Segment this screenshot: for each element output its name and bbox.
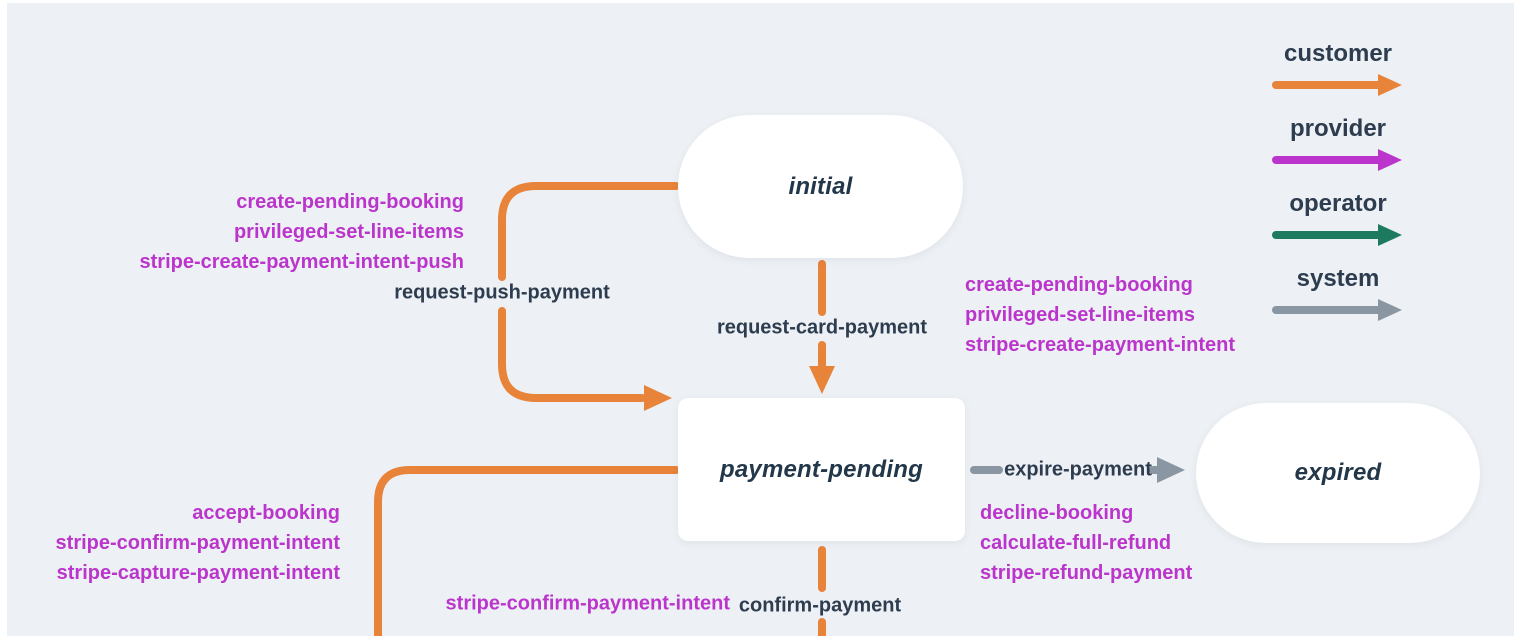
edge-accept-line: [374, 466, 680, 636]
action-label: decline-booking: [980, 502, 1134, 524]
system-arrow-icon: [1272, 299, 1402, 321]
action-group-decline-booking: decline-booking calculate-full-refund st…: [980, 498, 1192, 588]
page-edge-left: [0, 0, 7, 636]
action-label: stripe-refund-payment: [980, 562, 1193, 584]
legend-label-provider: provider: [1289, 115, 1387, 142]
legend-label-operator: operator: [1289, 190, 1387, 217]
edge-request-push-payment-line-bottom: [498, 307, 646, 402]
state-node-expired: expired: [1196, 403, 1480, 543]
customer-arrow-icon: [1272, 74, 1402, 96]
transition-label-request-push-payment: request-push-payment: [394, 281, 610, 304]
action-label: privileged-set-line-items: [965, 304, 1196, 326]
legend-label-customer: customer: [1283, 40, 1393, 67]
action-label: stripe-capture-payment-intent: [56, 562, 340, 584]
action-label: create-pending-booking: [236, 191, 464, 213]
transition-label-confirm-payment: confirm-payment: [738, 594, 902, 617]
legend-item-provider: provider: [1272, 115, 1404, 173]
action-label: stripe-confirm-payment-intent: [55, 532, 340, 554]
edge-expire-payment-arrowhead-icon: [1157, 457, 1185, 483]
transition-label-request-card-payment: request-card-payment: [716, 316, 928, 339]
legend-item-customer: customer: [1272, 40, 1404, 98]
provider-arrow-icon: [1272, 149, 1402, 171]
page-edge-top: [0, 0, 1514, 3]
state-node-payment-pending: payment-pending: [678, 398, 965, 541]
state-label-payment-pending: payment-pending: [719, 455, 923, 483]
state-node-initial: initial: [678, 115, 963, 258]
action-group-accept-booking: accept-booking stripe-confirm-payment-in…: [56, 498, 340, 588]
legend-label-system: system: [1296, 265, 1380, 292]
action-label: stripe-create-payment-intent-push: [139, 251, 465, 273]
edge-request-push-payment-arrowhead-icon: [644, 385, 672, 411]
action-label-confirm-payment: stripe-confirm-payment-intent: [445, 592, 730, 615]
edge-request-card-payment-arrowhead-icon: [809, 366, 835, 394]
state-label-expired: expired: [1294, 459, 1382, 486]
state-label-initial: initial: [788, 172, 853, 200]
action-label: create-pending-booking: [965, 274, 1193, 296]
edge-request-push-payment-line-top: [498, 182, 680, 281]
legend: customer provider operator system: [1272, 40, 1404, 340]
action-label: calculate-full-refund: [980, 532, 1172, 554]
action-group-request-push-payment: create-pending-booking privileged-set-li…: [140, 187, 465, 277]
action-label: stripe-create-payment-intent: [965, 334, 1236, 356]
action-label: privileged-set-line-items: [233, 221, 464, 243]
legend-item-system: system: [1272, 265, 1404, 323]
action-group-request-card-payment: create-pending-booking privileged-set-li…: [965, 270, 1235, 360]
action-label: accept-booking: [192, 502, 340, 524]
operator-arrow-icon: [1272, 224, 1402, 246]
legend-item-operator: operator: [1272, 190, 1404, 248]
transition-label-expire-payment: expire-payment: [1004, 458, 1152, 481]
